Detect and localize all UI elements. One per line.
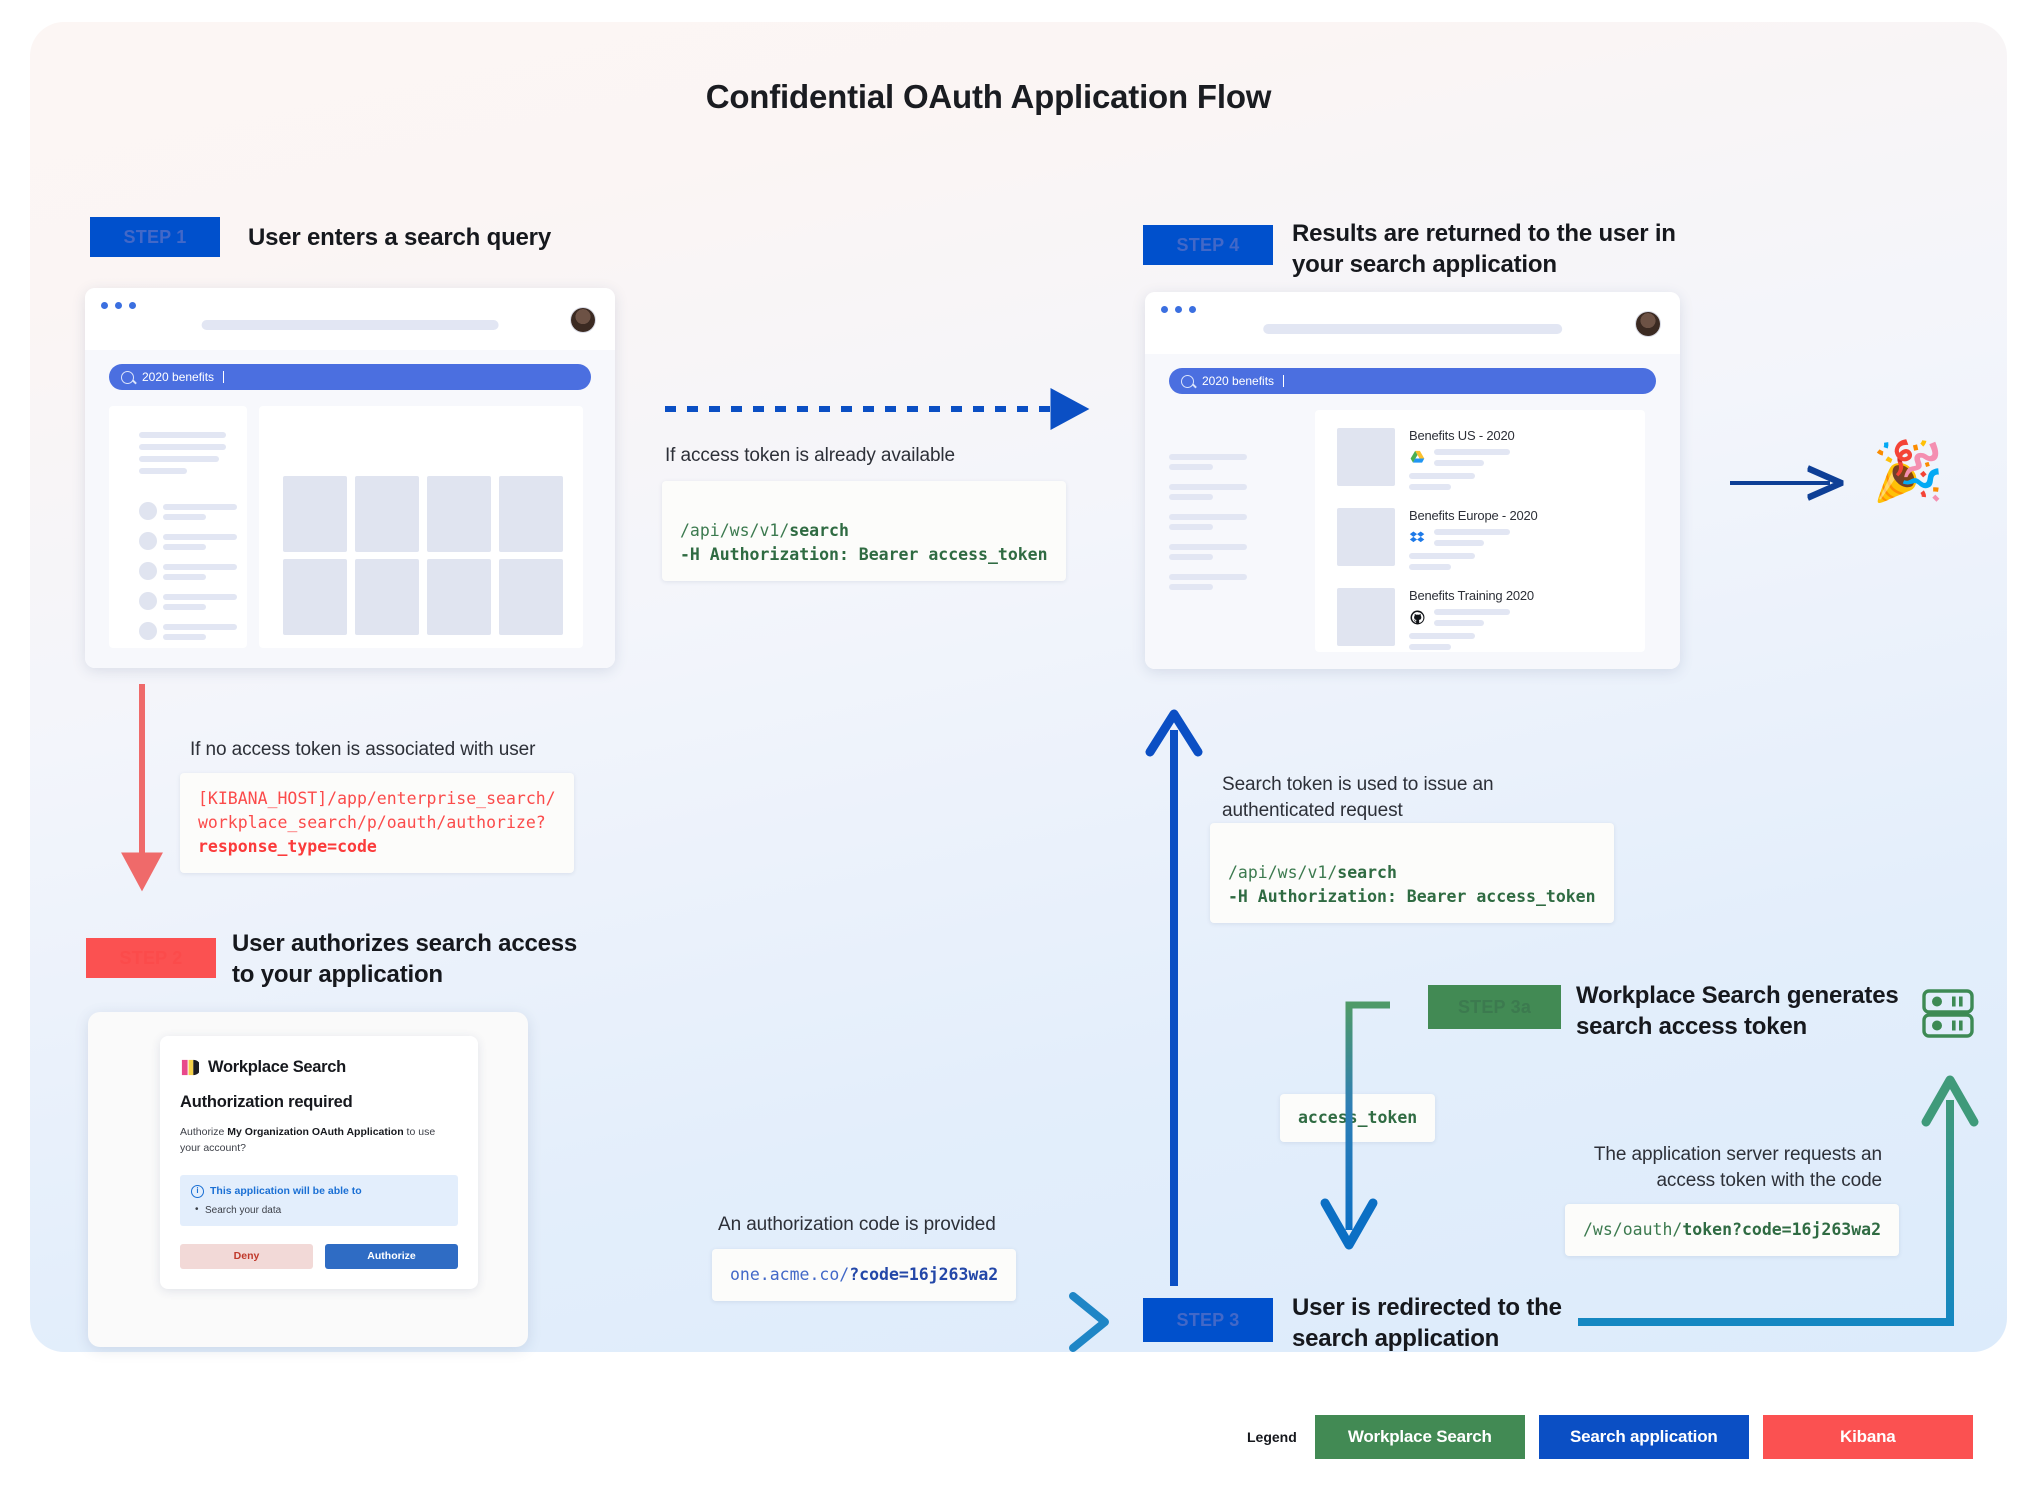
result-meta bbox=[1409, 609, 1534, 626]
code-kibana-path: [KIBANA_HOST]/app/enterprise_search/ wor… bbox=[198, 789, 556, 832]
code-token-param: token?code=16j263wa2 bbox=[1682, 1220, 1882, 1239]
step-3-chip: STEP 3 bbox=[1143, 1298, 1273, 1342]
list-item[interactable]: Benefits Europe - 2020 bbox=[1337, 508, 1538, 570]
legend-item-search-application: Search application bbox=[1538, 1415, 1749, 1459]
google-drive-icon bbox=[1409, 449, 1426, 466]
step-3a-chip: STEP 3a bbox=[1428, 985, 1561, 1029]
authorization-card: Workplace Search Authorization required … bbox=[160, 1036, 478, 1289]
code-kibana-param: response_type=code bbox=[198, 836, 377, 856]
scope-item: Search your data bbox=[191, 1204, 447, 1216]
code-redirect-host: one.acme.co/ bbox=[730, 1265, 850, 1284]
workplace-search-logo: Workplace Search bbox=[180, 1058, 458, 1077]
code-endpoint: search bbox=[1337, 862, 1397, 882]
code-endpoint: search bbox=[789, 520, 849, 540]
code-access-token-label: access_token bbox=[1280, 1094, 1436, 1142]
mock-url-bar bbox=[1262, 324, 1563, 334]
authorization-body: Authorize My Organization OAuth Applicat… bbox=[180, 1124, 458, 1157]
result-meta bbox=[1409, 449, 1515, 466]
code-header: -H Authorization: Bearer access_token bbox=[1228, 886, 1596, 906]
step-4-search-app-mock: 2020 benefits Benefits bbox=[1145, 292, 1680, 669]
results-panel: Benefits US - 2020 bbox=[1315, 410, 1645, 652]
step-2-title: User authorizes search access to your ap… bbox=[232, 930, 578, 989]
code-redirect-param: ?code=16j263wa2 bbox=[849, 1265, 999, 1284]
search-icon bbox=[121, 370, 134, 384]
code-redirect-uri: one.acme.co/?code=16j263wa2 bbox=[712, 1249, 1017, 1301]
results-grid-panel bbox=[259, 406, 583, 648]
result-thumbnail bbox=[1337, 508, 1395, 566]
step-4-title: Results are returned to the user in your… bbox=[1292, 220, 1676, 279]
avatar bbox=[571, 308, 595, 332]
search-token-note: Search token is used to issue an authent… bbox=[1222, 774, 1494, 821]
step-1-title: User enters a search query bbox=[248, 224, 551, 251]
avatar bbox=[1636, 312, 1660, 336]
step-1-search-app-mock: 2020 benefits bbox=[85, 288, 615, 668]
code-header: -H Authorization: Bearer access_token bbox=[680, 544, 1048, 564]
search-input[interactable]: 2020 benefits bbox=[1169, 368, 1656, 394]
window-dots-icon bbox=[1161, 306, 1196, 313]
mock-topbar bbox=[85, 288, 615, 350]
search-query-text: 2020 benefits bbox=[142, 370, 215, 384]
auth-body-prefix: Authorize bbox=[180, 1126, 228, 1138]
celebration-icon: 🎉 bbox=[1872, 439, 1945, 504]
workplace-search-mark-icon bbox=[180, 1058, 201, 1077]
code-kibana-authorize: [KIBANA_HOST]/app/enterprise_search/ wor… bbox=[180, 773, 574, 873]
authorization-buttons: Deny Authorize bbox=[180, 1243, 458, 1269]
deny-button[interactable]: Deny bbox=[180, 1243, 313, 1269]
github-icon bbox=[1409, 609, 1426, 626]
step-3a-title: Workplace Search generates search access… bbox=[1576, 982, 1899, 1041]
filters-panel bbox=[109, 406, 247, 648]
mock-body: 2020 benefits Benefits bbox=[1145, 354, 1680, 669]
search-input[interactable]: 2020 benefits bbox=[109, 364, 591, 390]
scope-info-box: i This application will be able to Searc… bbox=[180, 1174, 458, 1226]
list-item[interactable]: Benefits US - 2020 bbox=[1337, 428, 1515, 490]
scope-heading-row: i This application will be able to bbox=[191, 1184, 447, 1198]
legend-item-workplace-search: Workplace Search bbox=[1314, 1415, 1525, 1459]
auth-code-note: An authorization code is provided bbox=[718, 1214, 996, 1235]
step-1-chip: STEP 1 bbox=[90, 217, 220, 257]
mock-body: 2020 benefits bbox=[85, 350, 615, 668]
code-token-path: /ws/oauth/ bbox=[1583, 1220, 1683, 1239]
result-title: Benefits Training 2020 bbox=[1409, 588, 1534, 603]
legend: Legend Workplace Search Search applicati… bbox=[1247, 1415, 1973, 1459]
code-path: /api/ws/v1/ bbox=[1228, 862, 1338, 882]
window-dots-icon bbox=[101, 302, 136, 309]
search-query-text: 2020 benefits bbox=[1202, 374, 1275, 388]
step-4-chip: STEP 4 bbox=[1143, 225, 1273, 265]
token-available-note: If access token is already available bbox=[665, 445, 956, 466]
authorization-heading: Authorization required bbox=[180, 1093, 353, 1111]
product-name: Workplace Search bbox=[208, 1058, 346, 1076]
legend-item-kibana: Kibana bbox=[1762, 1415, 1973, 1459]
code-search-request-top: /api/ws/v1/search -H Authorization: Bear… bbox=[662, 481, 1066, 581]
code-token-request: /ws/oauth/token?code=16j263wa2 bbox=[1565, 1204, 1900, 1256]
legend-label: Legend bbox=[1247, 1429, 1297, 1445]
result-meta bbox=[1409, 529, 1538, 546]
step-2-authorization-mock: Workplace Search Authorization required … bbox=[88, 1012, 528, 1347]
step-3-title: User is redirected to the search applica… bbox=[1292, 1294, 1562, 1353]
mock-topbar bbox=[1145, 292, 1680, 354]
search-icon bbox=[1181, 374, 1194, 388]
page-title: Confidential OAuth Application Flow bbox=[705, 78, 1272, 115]
access-token-text: access_token bbox=[1298, 1108, 1418, 1127]
result-thumbnail bbox=[1337, 588, 1395, 646]
no-token-note: If no access token is associated with us… bbox=[190, 739, 536, 760]
server-request-note: The application server requests an acces… bbox=[1593, 1144, 1882, 1191]
code-path: /api/ws/v1/ bbox=[680, 520, 790, 540]
result-title: Benefits US - 2020 bbox=[1409, 428, 1515, 443]
auth-app-name: My Organization OAuth Application bbox=[227, 1126, 404, 1138]
list-item[interactable]: Benefits Training 2020 bbox=[1337, 588, 1534, 650]
result-thumbnail bbox=[1337, 428, 1395, 486]
server-icon bbox=[1921, 987, 1975, 1046]
info-icon: i bbox=[191, 1184, 204, 1198]
step-2-chip: STEP 2 bbox=[86, 938, 216, 978]
result-title: Benefits Europe - 2020 bbox=[1409, 508, 1538, 523]
dropbox-icon bbox=[1409, 529, 1426, 546]
scope-heading: This application will be able to bbox=[210, 1185, 362, 1198]
mock-url-bar bbox=[201, 320, 499, 330]
auth-body-suffix: to use your account? bbox=[180, 1126, 436, 1155]
code-search-request-bottom: /api/ws/v1/search -H Authorization: Bear… bbox=[1210, 823, 1614, 923]
authorize-button[interactable]: Authorize bbox=[325, 1243, 458, 1269]
